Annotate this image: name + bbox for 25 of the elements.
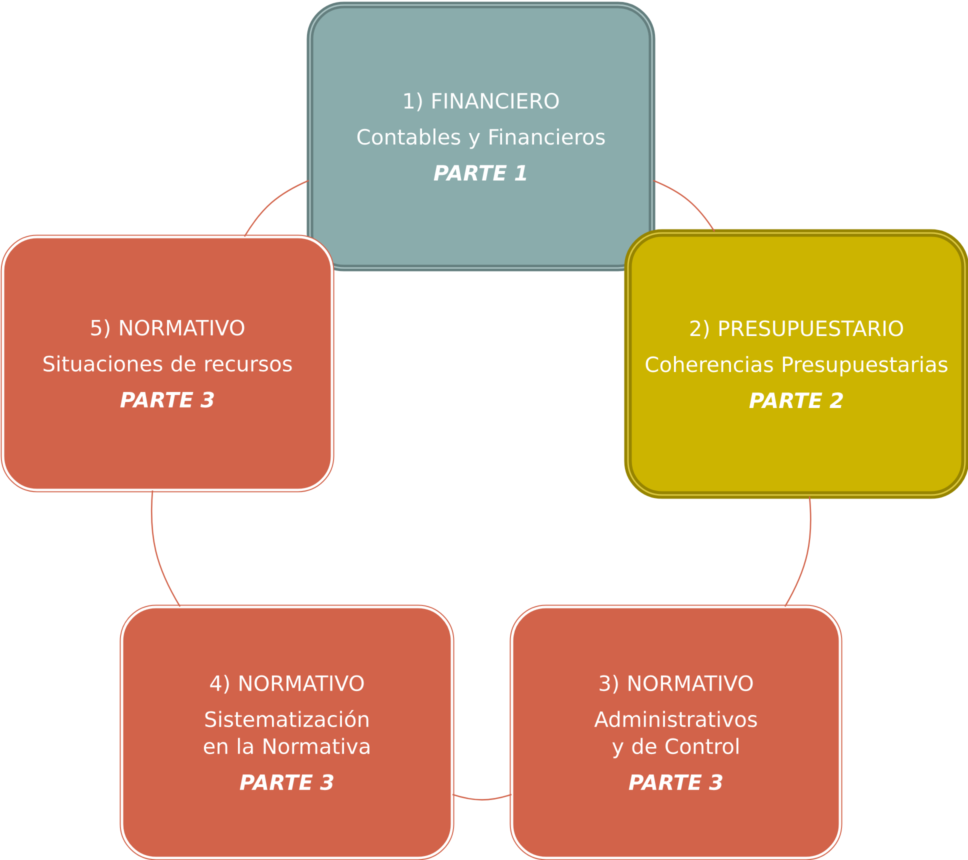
process-box: [120, 604, 454, 860]
box-text: Contables y Financieros: [357, 128, 605, 149]
box-text: Coherencias Presupuestarias: [646, 356, 948, 376]
connector-arc: [150, 490, 181, 607]
process-box: [624, 229, 968, 499]
box-heading: 1) FINANCIERO: [404, 92, 559, 112]
part-label: PARTE 3: [240, 774, 334, 790]
connector-arc: [244, 180, 310, 237]
part-label: PARTE 3: [120, 392, 214, 408]
box-heading: 4) NORMATIVO: [210, 674, 364, 694]
box-text: Sistematización en la Normativa: [204, 710, 370, 754]
box-text: Situaciones de recursos: [44, 355, 292, 372]
connector-arc: [784, 496, 812, 607]
box-heading: 2) PRESUPUESTARIO: [690, 320, 903, 339]
process-box: [0, 234, 334, 492]
part-label: PARTE 3: [628, 774, 722, 790]
connector-arc: [452, 794, 512, 800]
box-heading: 5) NORMATIVO: [91, 319, 244, 338]
box-text: Administrativos y de Control: [594, 710, 757, 758]
process-box: [306, 2, 656, 272]
connector-arc: [653, 180, 716, 232]
part-label: PARTE 2: [749, 392, 843, 408]
process-box: [510, 604, 842, 860]
part-label: PARTE 1: [434, 165, 526, 180]
box-heading: 3) NORMATIVO: [600, 674, 753, 694]
